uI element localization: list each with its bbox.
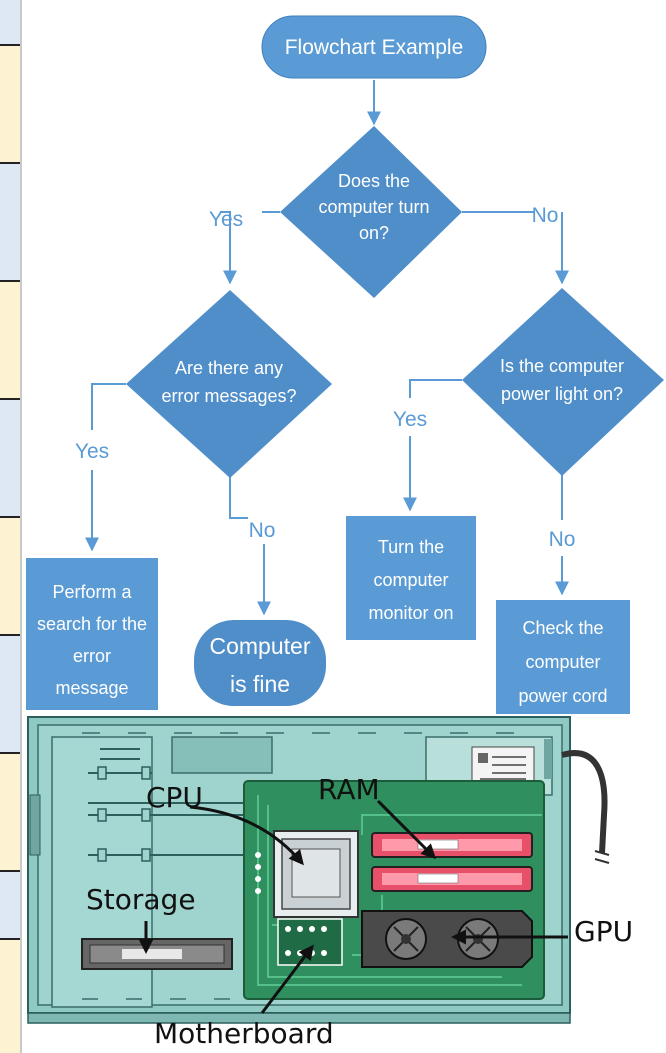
connectors (85, 80, 569, 616)
strip-divider (0, 398, 22, 400)
strip-band (0, 282, 20, 398)
strip-divider (0, 870, 22, 872)
process-monitor-line: computer (373, 570, 448, 590)
decision-error-line: error messages? (161, 386, 296, 406)
pointer-motherboard (260, 944, 314, 1014)
pointer-lines (138, 799, 568, 1014)
process-cord-line: computer (525, 652, 600, 672)
decision-turn-on-line: on? (359, 223, 389, 243)
strip-band (0, 518, 20, 634)
process-search-line: error (73, 646, 111, 666)
process-search-line: Perform a (52, 582, 132, 602)
decision-error-messages: Are there any error messages? (126, 290, 332, 478)
decision-turn-on-line: computer turn (318, 197, 429, 217)
flowchart: Flowchart Example Does the computer turn… (26, 15, 664, 714)
label-no-1: No (532, 204, 559, 227)
strip-divider (0, 752, 22, 754)
process-search-line: search for the (37, 614, 147, 634)
flowchart-title-node: Flowchart Example (261, 15, 487, 79)
strip-divider (0, 634, 22, 636)
process-monitor-line: monitor on (368, 603, 453, 623)
label-yes-3: Yes (393, 408, 427, 431)
strip-divider (0, 938, 22, 940)
label-ram: RAM (318, 773, 380, 806)
decision-power-line: Is the computer (500, 356, 624, 376)
strip-band (0, 872, 20, 938)
label-cpu: CPU (146, 781, 203, 814)
decision-error-line: Are there any (175, 358, 283, 378)
terminal-fine-line: is fine (230, 671, 290, 697)
strip-divider (0, 44, 22, 46)
label-storage: Storage (86, 883, 196, 916)
strip-band (0, 0, 20, 44)
strip-edge (20, 0, 22, 1053)
gpu-card (361, 910, 533, 968)
process-turn-on-monitor: Turn the computer monitor on (346, 516, 476, 640)
strip-band (0, 754, 20, 870)
flowchart-title: Flowchart Example (285, 36, 464, 59)
strip-band (0, 46, 20, 162)
power-cable (561, 750, 608, 854)
pc-internals-diagram: CPU RAM Storage GPU Motherboard (27, 716, 633, 1050)
process-search-error: Perform a search for the error message (26, 558, 158, 710)
process-cord-line: power cord (518, 686, 607, 706)
decision-power-light: Is the computer power light on? (462, 288, 664, 476)
pointer-cpu (189, 805, 304, 866)
label-motherboard: Motherboard (154, 1017, 334, 1050)
label-gpu: GPU (574, 915, 633, 948)
pointer-ram (376, 799, 437, 860)
strip-band (0, 400, 20, 516)
connector-q3-left (409, 379, 462, 398)
label-no-2: No (249, 519, 276, 542)
decision-turn-on: Does the computer turn on? (280, 126, 462, 298)
strip-divider (0, 516, 22, 518)
strip-band (0, 164, 20, 280)
cpu-socket (273, 830, 359, 918)
left-margin-strip (0, 0, 22, 1053)
label-yes-2: Yes (75, 440, 109, 463)
connector-q2-left (91, 383, 126, 430)
process-search-line: message (55, 678, 128, 698)
terminal-fine-line: Computer (210, 633, 311, 659)
process-check-power-cord: Check the computer power cord (496, 600, 630, 714)
process-cord-line: Check the (522, 618, 603, 638)
decision-turn-on-line: Does the (338, 171, 410, 191)
decision-power-line: power light on? (501, 384, 623, 404)
label-yes-1: Yes (209, 208, 243, 231)
strip-band (0, 940, 20, 1053)
strip-divider (0, 280, 22, 282)
strip-band (0, 636, 20, 752)
label-no-3: No (549, 528, 576, 551)
chipset (277, 918, 343, 966)
process-monitor-line: Turn the (378, 537, 444, 557)
strip-divider (0, 162, 22, 164)
connector-q1-yes (220, 211, 237, 285)
terminal-computer-fine: Computer is fine (194, 620, 326, 706)
connector-q2-down (229, 476, 248, 519)
